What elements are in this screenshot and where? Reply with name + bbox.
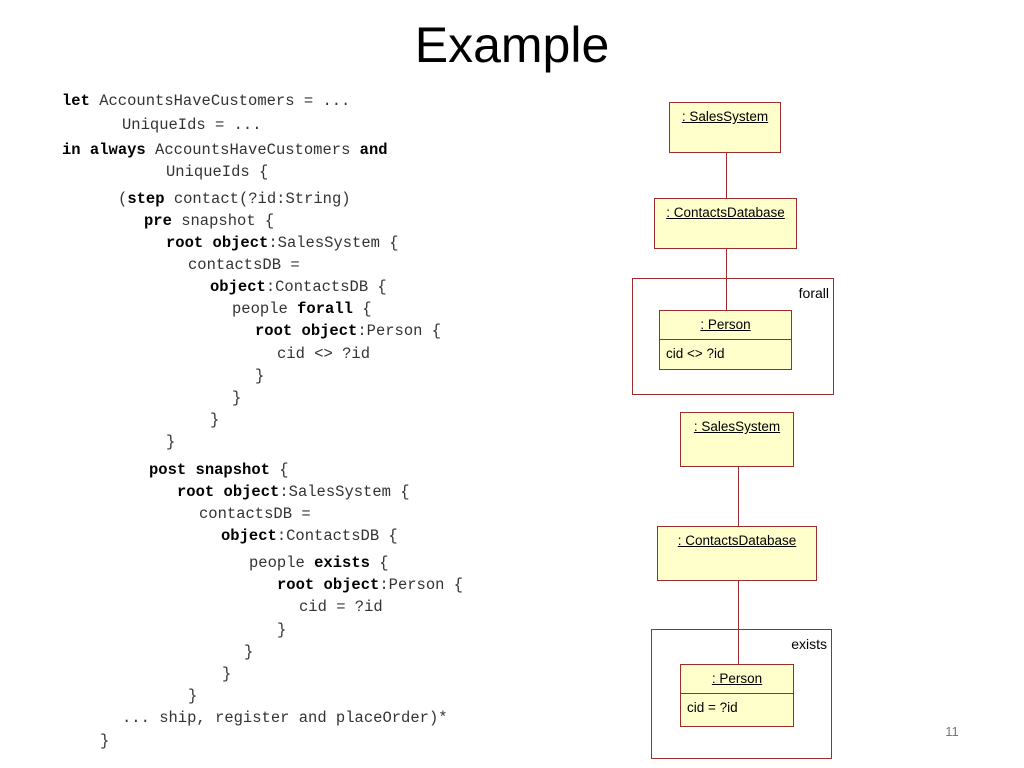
code-line: root object:Person { [255, 322, 442, 340]
slide-title: Example [414, 17, 610, 73]
sales-system-object: : SalesSystem [680, 412, 794, 467]
code-line: object:ContactsDB { [210, 278, 387, 296]
contacts-database-object: : ContactsDatabase [654, 198, 797, 249]
object-name: : ContactsDatabase [677, 533, 797, 548]
object-attribute: cid <> ?id [660, 339, 791, 361]
object-name: : Person [700, 317, 751, 332]
code-line: people exists { [249, 554, 389, 572]
code-line: object:ContactsDB { [221, 527, 398, 545]
code-line: in always AccountsHaveCustomers and [62, 141, 388, 159]
code-line: contactsDB = [199, 505, 311, 523]
frame-label: exists [791, 636, 827, 652]
code-line: } [255, 367, 265, 385]
forall-frame: forall [632, 278, 834, 395]
person-object: : Person cid <> ?id [659, 310, 792, 370]
code-line: } [166, 433, 176, 451]
code-line: } [222, 665, 232, 683]
code-line: } [232, 389, 242, 407]
code-line: } [188, 687, 198, 705]
association-line [726, 248, 727, 311]
association-line [738, 580, 739, 665]
contacts-database-object: : ContactsDatabase [657, 526, 817, 581]
code-line: ... ship, register and placeOrder)* [122, 709, 448, 727]
object-name: : SalesSystem [693, 419, 781, 434]
code-line: } [100, 732, 110, 750]
object-attribute: cid = ?id [681, 693, 793, 715]
code-line: (step contact(?id:String) [118, 190, 351, 208]
code-line: root object:SalesSystem { [177, 483, 410, 501]
code-line: cid = ?id [299, 598, 383, 616]
code-line: cid <> ?id [277, 345, 371, 363]
frame-label: forall [798, 285, 829, 301]
code-line: post snapshot { [149, 461, 289, 479]
code-line: } [244, 643, 254, 661]
object-name: : SalesSystem [681, 109, 769, 124]
code-line: let AccountsHaveCustomers = ... [62, 92, 351, 110]
code-line: } [277, 621, 287, 639]
person-object: : Person cid = ?id [680, 664, 794, 727]
code-line: people forall { [232, 300, 372, 318]
object-name: : Person [711, 671, 763, 686]
sales-system-object: : SalesSystem [669, 102, 781, 153]
code-line: contactsDB = [188, 256, 300, 274]
association-line [726, 152, 727, 199]
code-line: pre snapshot { [144, 212, 275, 230]
association-line [738, 466, 739, 527]
code-line: root object:SalesSystem { [166, 234, 399, 252]
code-line: } [210, 411, 220, 429]
code-line: root object:Person { [277, 576, 464, 594]
exists-frame: exists [651, 629, 832, 759]
page-number: 11 [945, 724, 959, 739]
code-line: UniqueIds = ... [122, 116, 262, 134]
object-name: : ContactsDatabase [666, 205, 785, 220]
code-line: UniqueIds { [166, 163, 269, 181]
